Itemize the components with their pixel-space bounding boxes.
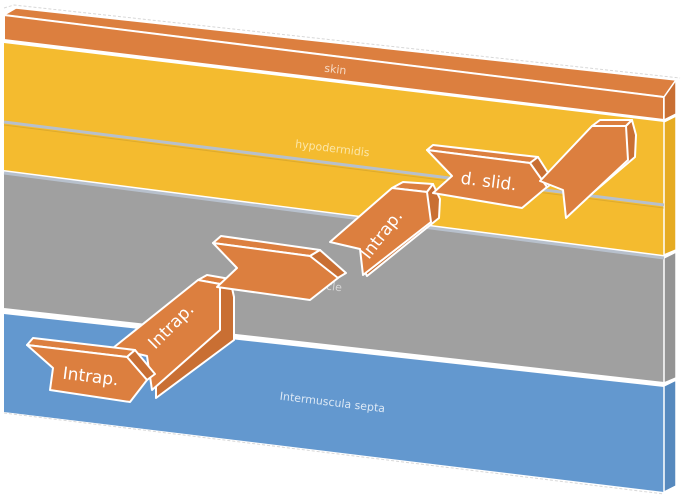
hypodermis-divider-line: [3, 120, 665, 207]
muscle-side-face: [663, 250, 677, 385]
arrow-3: [212, 235, 347, 301]
bottom-dashed-outline: [3, 412, 665, 495]
muscle-bottom-edge: [3, 308, 665, 384]
layer-skin: [1, 7, 678, 122]
top-dashed-outline: [3, 4, 681, 79]
septa-side-face: [663, 378, 677, 494]
septa-top-edge: [3, 312, 665, 387]
arrow-1: Intrap.: [26, 337, 156, 403]
arrow-6-front-face: [539, 125, 629, 219]
arrow-5-front-face: [426, 149, 548, 209]
arrow-1-front-face: [26, 344, 148, 403]
arrow-3-front-face: [212, 242, 339, 301]
arrow-4-front-face: [329, 187, 432, 276]
hypodermis-side-face: [663, 114, 677, 257]
skin-side-face: [663, 77, 677, 122]
muscle-top-divider: [3, 171, 665, 260]
arrow-5: d. slid.: [426, 144, 555, 209]
hypodermis-divider-shadow: [3, 124, 665, 209]
arrow-2: Intrap.: [112, 274, 235, 399]
arrow-6: [539, 119, 637, 219]
layer-label-skin: skin: [324, 62, 348, 78]
